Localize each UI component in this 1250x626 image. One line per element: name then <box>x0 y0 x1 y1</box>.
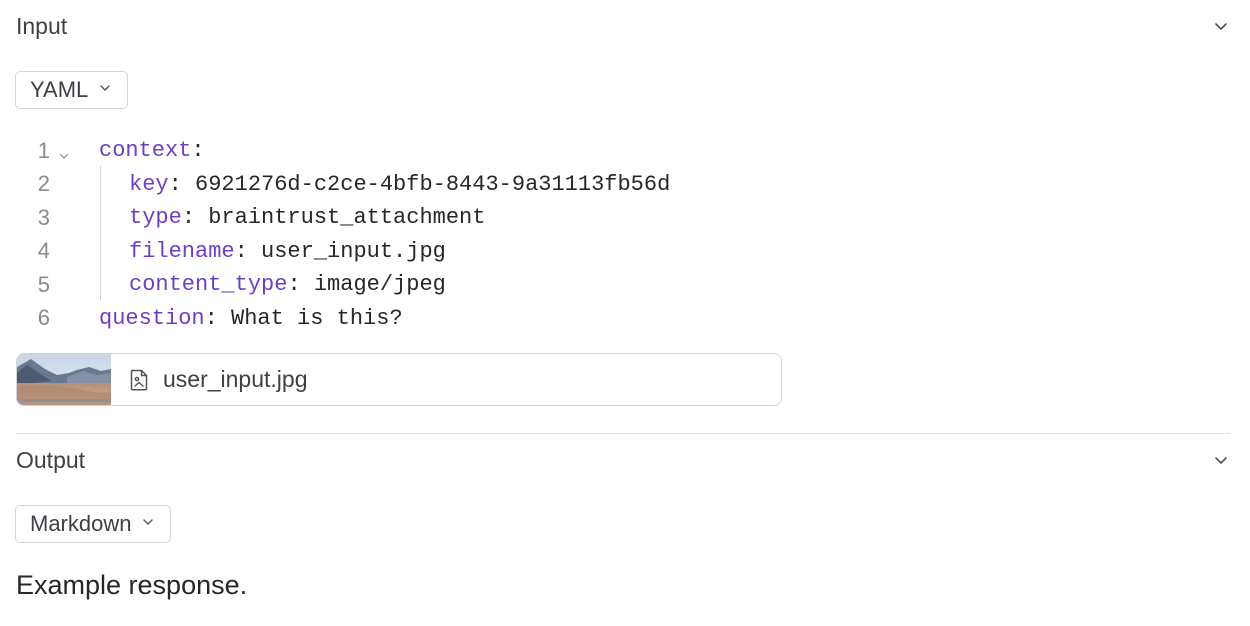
line-number: 5 <box>37 271 50 297</box>
code-text: context: <box>99 138 205 163</box>
file-image-icon <box>128 369 150 391</box>
yaml-key: filename <box>129 238 235 264</box>
chevron-down-icon[interactable] <box>1212 17 1230 35</box>
code-text: key: 6921276d-c2ce-4bfb-8443-9a31113fb56… <box>129 172 670 197</box>
code-text: filename: user_input.jpg <box>129 239 446 264</box>
line-number: 6 <box>37 305 50 331</box>
output-text: Example response. <box>16 570 248 600</box>
yaml-value: image/jpeg <box>313 272 446 298</box>
output-section-title: Output <box>16 446 86 473</box>
yaml-separator: : <box>191 138 205 164</box>
code-line: 1 context: <box>16 134 1016 168</box>
yaml-separator: : <box>181 205 209 231</box>
input-format-dropdown[interactable]: YAML <box>15 71 129 109</box>
chevron-down-icon <box>98 81 112 100</box>
yaml-key: type <box>129 205 182 231</box>
line-number: 1 <box>37 137 50 163</box>
yaml-key: content_type <box>129 272 288 298</box>
yaml-key: key <box>129 171 169 197</box>
attachment-card[interactable]: user_input.jpg <box>16 353 782 406</box>
code-text: content_type: image/jpeg <box>129 272 446 297</box>
yaml-value: braintrust_attachment <box>208 205 486 231</box>
code-line: 4 filename: user_input.jpg <box>16 235 1016 269</box>
yaml-code-editor[interactable]: 1 context: 2 key: 6921276d-c2ce-4bfb-844… <box>16 134 1016 335</box>
section-divider <box>16 433 1230 434</box>
line-number: 2 <box>37 171 50 197</box>
output-format-dropdown[interactable]: Markdown <box>15 505 172 543</box>
line-number: 3 <box>37 204 50 230</box>
yaml-value: 6921276d-c2ce-4bfb-8443-9a31113fb56d <box>195 171 671 197</box>
chevron-down-icon <box>141 515 155 534</box>
yaml-key: question <box>99 305 205 331</box>
yaml-separator: : <box>204 305 232 331</box>
fold-chevron-icon[interactable] <box>58 144 70 159</box>
indent-guide <box>100 166 101 300</box>
output-format-label: Markdown <box>30 511 132 536</box>
code-text: type: braintrust_attachment <box>129 205 485 230</box>
yaml-key: context <box>99 138 192 164</box>
output-section-header[interactable]: Output <box>16 446 1230 474</box>
code-line: 5 content_type: image/jpeg <box>16 268 1016 302</box>
code-line: 6 question: What is this? <box>16 302 1016 336</box>
yaml-separator: : <box>287 272 314 298</box>
attachment-thumbnail[interactable] <box>17 354 111 405</box>
yaml-value: What is this? <box>231 305 403 331</box>
yaml-separator: : <box>168 171 196 197</box>
yaml-separator: : <box>234 238 262 264</box>
input-format-label: YAML <box>30 77 89 102</box>
code-line: 3 type: braintrust_attachment <box>16 201 1016 235</box>
chevron-down-icon[interactable] <box>1212 451 1230 469</box>
code-line: 2 key: 6921276d-c2ce-4bfb-8443-9a31113fb… <box>16 168 1016 202</box>
code-text: question: What is this? <box>99 306 403 331</box>
line-number: 4 <box>37 238 50 264</box>
input-section-title: Input <box>16 12 68 39</box>
yaml-value: user_input.jpg <box>261 238 446 264</box>
input-section-header[interactable]: Input <box>16 12 1230 40</box>
attachment-filename: user_input.jpg <box>163 366 308 392</box>
